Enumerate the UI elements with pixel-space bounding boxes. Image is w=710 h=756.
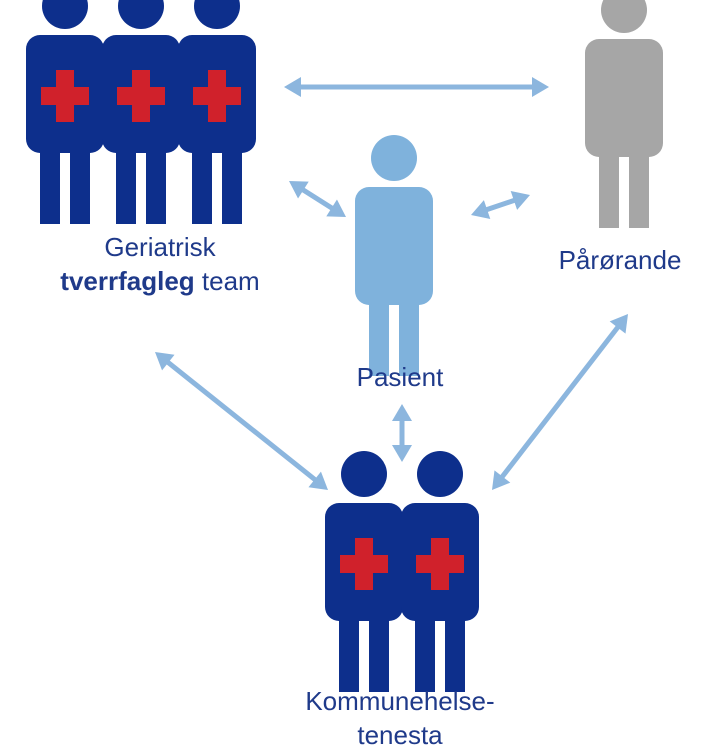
arrow-team-municipal-shaft <box>162 357 321 485</box>
team-label-bold: tverrfagleg <box>60 266 195 296</box>
arrow-patient-municipal-head-start <box>392 404 412 421</box>
arrow-team-relative-head-end <box>532 77 549 97</box>
geriatric-team-figures <box>26 0 256 224</box>
municipal-health-label-line2: tenesta <box>357 720 443 750</box>
team-member-3-icon <box>178 0 256 224</box>
arrow-relative-patient-head-start <box>510 190 530 210</box>
team-member-2-icon <box>102 0 180 224</box>
relative-label: Pårørande <box>558 245 682 275</box>
municipal-health-figures <box>325 451 479 692</box>
arrow-team-municipal-head-end <box>308 471 328 490</box>
arrow-relative-patient <box>471 190 530 220</box>
arrow-team-relative <box>284 77 549 97</box>
team-label-rest: team <box>194 266 260 296</box>
arrow-team-patient <box>289 181 346 217</box>
arrow-relative-municipal-head-end <box>492 470 511 490</box>
arrow-team-municipal-head-start <box>155 352 175 371</box>
patient-icon <box>355 135 433 376</box>
team-label-line2: tverrfagleg team <box>0 264 320 298</box>
team-label-line1: Geriatrisk <box>104 232 216 262</box>
arrow-patient-municipal-head-end <box>392 445 412 462</box>
municipal-worker-1-icon <box>325 451 403 692</box>
arrow-relative-municipal-shaft <box>497 321 623 483</box>
arrow-team-patient-head-start <box>289 181 309 199</box>
arrow-relative-municipal <box>492 314 628 490</box>
arrow-team-patient-shaft <box>297 185 338 213</box>
patient-label: Pasient <box>356 362 444 392</box>
team-label: Geriatrisk tverrfagleg team <box>0 230 320 298</box>
arrow-team-municipal <box>155 352 328 490</box>
arrow-team-patient-head-end <box>326 199 346 217</box>
municipal-worker-2-icon <box>401 451 479 692</box>
arrow-relative-patient-shaft <box>481 196 520 214</box>
arrow-relative-patient-head-end <box>471 200 491 220</box>
arrow-patient-municipal <box>392 404 412 462</box>
arrow-relative-municipal-head-start <box>609 314 628 334</box>
connection-arrows <box>155 77 628 490</box>
relative-icon <box>585 0 663 228</box>
municipal-health-label-line1: Kommunehelse- <box>305 686 495 716</box>
municipal-health-label: Kommunehelse- tenesta <box>250 684 550 752</box>
team-member-1-icon <box>26 0 104 224</box>
arrow-team-relative-head-start <box>284 77 301 97</box>
